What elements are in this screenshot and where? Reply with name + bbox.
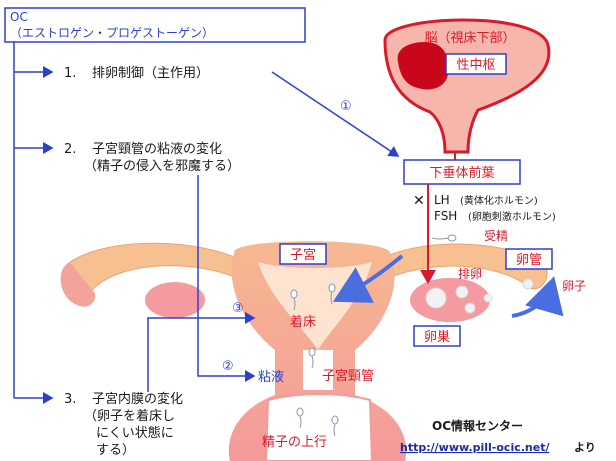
pituitary-label: 下垂体前葉 [429,165,494,181]
effect-connectors [14,42,52,398]
lh-desc: (黄体化ホルモン) [460,194,538,207]
arrow-3-to-implantation [148,318,254,392]
credit-suffix: より [574,441,596,454]
ovary-label: 卵巣 [424,330,450,345]
marker-3: ③ [232,301,244,316]
fsh-label: FSH [434,209,457,223]
ovum-label: 卵子 [562,279,586,293]
effect-2-line1: 子宮頸管の粘液の変化 [92,141,222,157]
uterus-label: 子宮 [290,247,316,263]
mucus-label: 粘液 [258,370,284,385]
fsh-desc: (卵胞刺激ホルモン) [468,210,556,223]
effect-3-number: 3. [64,392,76,407]
block-mark: ✕ [413,193,425,209]
ovulation-label: 排卵 [458,267,482,281]
effect-3-line4: する） [96,443,135,458]
effect-2-number: 2. [64,142,76,157]
fertilization-label: 受精 [484,229,508,243]
effect-2-line2: （精子の侵入を邪魔する） [84,158,240,174]
arrow-1-to-pituitary [272,72,398,156]
effect-3-line2: （卵子を着床し [84,408,175,424]
oc-subtitle: （エストロゲン・プロゲストーゲン） [10,26,214,40]
oc-title: OC [10,10,28,24]
effect-3-line3: にくい状態に [96,425,174,441]
effect-1-number: 1. [64,66,76,81]
cervical-canal-label: 子宮頸管 [322,368,374,384]
marker-1: ① [340,99,352,114]
effect-3-line1: 子宮内膜の変化 [92,391,183,407]
credit-url[interactable]: http://www.pill-ocic.net/ [400,441,550,454]
effect-1-text: 排卵制御（主作用） [92,66,209,81]
sex-center-label: 性中枢 [456,58,495,73]
sperm-ascent-label: 精子の上行 [262,435,327,450]
implantation-label: 着床 [290,314,316,330]
lh-label: LH [434,193,450,207]
right-ovary [410,278,490,322]
tube-label: 卵管 [516,253,542,268]
left-ovary [145,282,205,318]
marker-2: ② [222,359,234,374]
credit-name: OC情報センター [432,418,523,433]
brain-label: 脳（視床下部） [424,31,515,46]
